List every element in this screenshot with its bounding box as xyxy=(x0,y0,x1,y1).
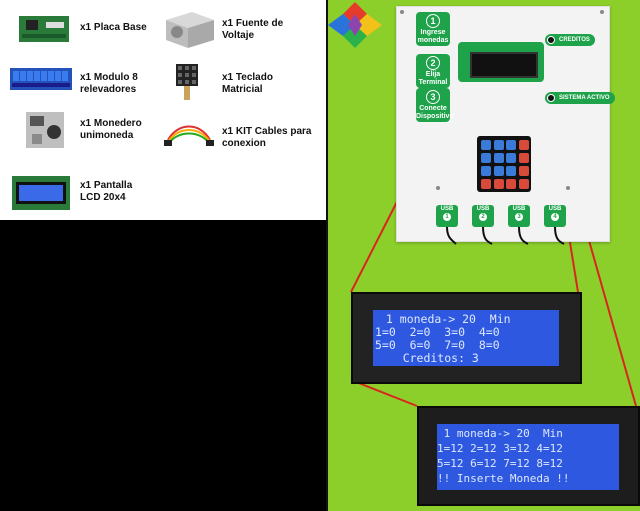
keypad-key[interactable] xyxy=(506,179,516,189)
lcd-line: Creditos: 3 xyxy=(375,351,479,365)
step-label: Conecte Dispositivo xyxy=(416,105,454,120)
base-board-icon xyxy=(18,14,70,44)
keypad-key[interactable] xyxy=(493,140,504,150)
indicator-label: CREDITOS xyxy=(559,37,590,43)
lcd-screen: 1 moneda-> 20 Min 1=12 2=12 3=12 4=12 5=… xyxy=(437,424,619,490)
power-supply-icon xyxy=(162,10,216,50)
step-number: 1 xyxy=(426,14,440,28)
component-label: x1 Fuente de Voltaje xyxy=(222,18,284,41)
step-3: 3 Conecte Dispositivo xyxy=(416,88,454,122)
lcd-line: 1 moneda-> 20 Min xyxy=(437,427,563,440)
screw-icon xyxy=(400,10,404,14)
keypad[interactable] xyxy=(477,136,531,192)
keypad-key[interactable] xyxy=(506,166,516,176)
component-keypad: x1 Teclado Matricial xyxy=(222,72,273,96)
credits-indicator: CREDITOS xyxy=(545,34,595,46)
screw-icon xyxy=(436,186,440,190)
usb-port-1[interactable]: USB 1 xyxy=(436,205,458,227)
component-cable-kit: x1 KIT Cables para conexion xyxy=(222,126,311,150)
led-icon xyxy=(547,94,555,102)
usb-label: USB xyxy=(548,206,562,212)
component-label: x1 Modulo 8 relevadores xyxy=(80,72,138,95)
keypad-key[interactable] xyxy=(518,140,529,150)
component-relay-module: x1 Modulo 8 relevadores xyxy=(80,72,138,96)
keypad-key[interactable] xyxy=(493,166,504,176)
usb-number: 3 xyxy=(515,213,523,221)
usb-label: USB xyxy=(512,206,526,212)
keypad-key[interactable] xyxy=(518,179,529,189)
keypad-key[interactable] xyxy=(481,140,491,150)
usb-port-3[interactable]: USB 3 xyxy=(508,205,530,227)
lcd-line: 1=12 2=12 3=12 4=12 xyxy=(437,442,563,455)
keypad-key[interactable] xyxy=(493,153,504,163)
step-number: 3 xyxy=(426,90,440,104)
usb-port-2[interactable]: USB 2 xyxy=(472,205,494,227)
component-label: x1 Placa Base xyxy=(80,22,147,33)
usb-port-4[interactable]: USB 4 xyxy=(544,205,566,227)
lcd-line: 1 moneda-> 20 Min xyxy=(379,312,511,326)
lcd-line: 5=0 6=0 7=0 8=0 xyxy=(375,338,500,352)
divider xyxy=(326,0,328,511)
component-label: x1 Monedero unimoneda xyxy=(80,118,142,141)
black-background xyxy=(0,220,326,511)
lcd-line: 5=12 6=12 7=12 8=12 xyxy=(437,457,563,470)
coin-acceptor-icon xyxy=(20,110,70,150)
keypad-key[interactable] xyxy=(518,166,529,176)
brand-logo-icon xyxy=(326,0,384,50)
step-1: 1 Ingrese monedas xyxy=(416,12,450,46)
component-label: x1 KIT Cables para conexion xyxy=(222,126,312,149)
lcd-display-icon xyxy=(12,176,70,210)
screw-icon xyxy=(600,10,604,14)
components-list: x1 Placa Base x1 Fuente de Voltaje x1 Mo… xyxy=(0,0,326,220)
lcd-screen: 1 moneda-> 20 Min 1=0 2=0 3=0 4=0 5=0 6=… xyxy=(373,310,559,366)
relay-module-icon xyxy=(10,68,72,90)
keypad-icon xyxy=(176,64,198,100)
component-lcd-display: x1 Pantalla LCD 20x4 xyxy=(80,180,132,204)
lcd-zoom-top: 1 moneda-> 20 Min 1=0 2=0 3=0 4=0 5=0 6=… xyxy=(351,292,582,384)
step-number: 2 xyxy=(426,56,440,70)
step-2: 2 Elija Terminal xyxy=(416,54,450,88)
keypad-key[interactable] xyxy=(506,140,516,150)
component-base-board: x1 Placa Base xyxy=(80,22,147,34)
keypad-key[interactable] xyxy=(506,153,516,163)
lcd-line: !! Inserte Moneda !! xyxy=(437,472,570,485)
system-indicator: SISTEMA ACTIVO xyxy=(545,92,615,104)
screw-icon xyxy=(566,186,570,190)
keypad-key[interactable] xyxy=(481,153,491,163)
component-label: x1 Teclado Matricial xyxy=(222,72,273,95)
lcd-line: 1=0 2=0 3=0 4=0 xyxy=(375,325,500,339)
indicator-label: SISTEMA ACTIVO xyxy=(559,95,610,101)
component-power-supply: x1 Fuente de Voltaje xyxy=(222,18,283,42)
led-icon xyxy=(547,36,555,44)
step-label: Elija Terminal xyxy=(418,71,448,86)
usb-label: USB xyxy=(440,206,454,212)
keypad-key[interactable] xyxy=(493,179,504,189)
component-coin-acceptor: x1 Monedero unimoneda xyxy=(80,118,142,142)
component-label: x1 Pantalla LCD 20x4 xyxy=(80,180,133,203)
step-label: Ingrese monedas xyxy=(417,29,449,44)
keypad-key[interactable] xyxy=(481,179,491,189)
usb-number: 1 xyxy=(443,213,451,221)
usb-number: 4 xyxy=(551,213,559,221)
cable-kit-icon xyxy=(164,120,214,150)
keypad-key[interactable] xyxy=(518,153,529,163)
usb-label: USB xyxy=(476,206,490,212)
keypad-key[interactable] xyxy=(481,166,491,176)
mini-lcd xyxy=(470,52,538,78)
usb-number: 2 xyxy=(479,213,487,221)
lcd-zoom-bottom: 1 moneda-> 20 Min 1=12 2=12 3=12 4=12 5=… xyxy=(417,406,640,506)
